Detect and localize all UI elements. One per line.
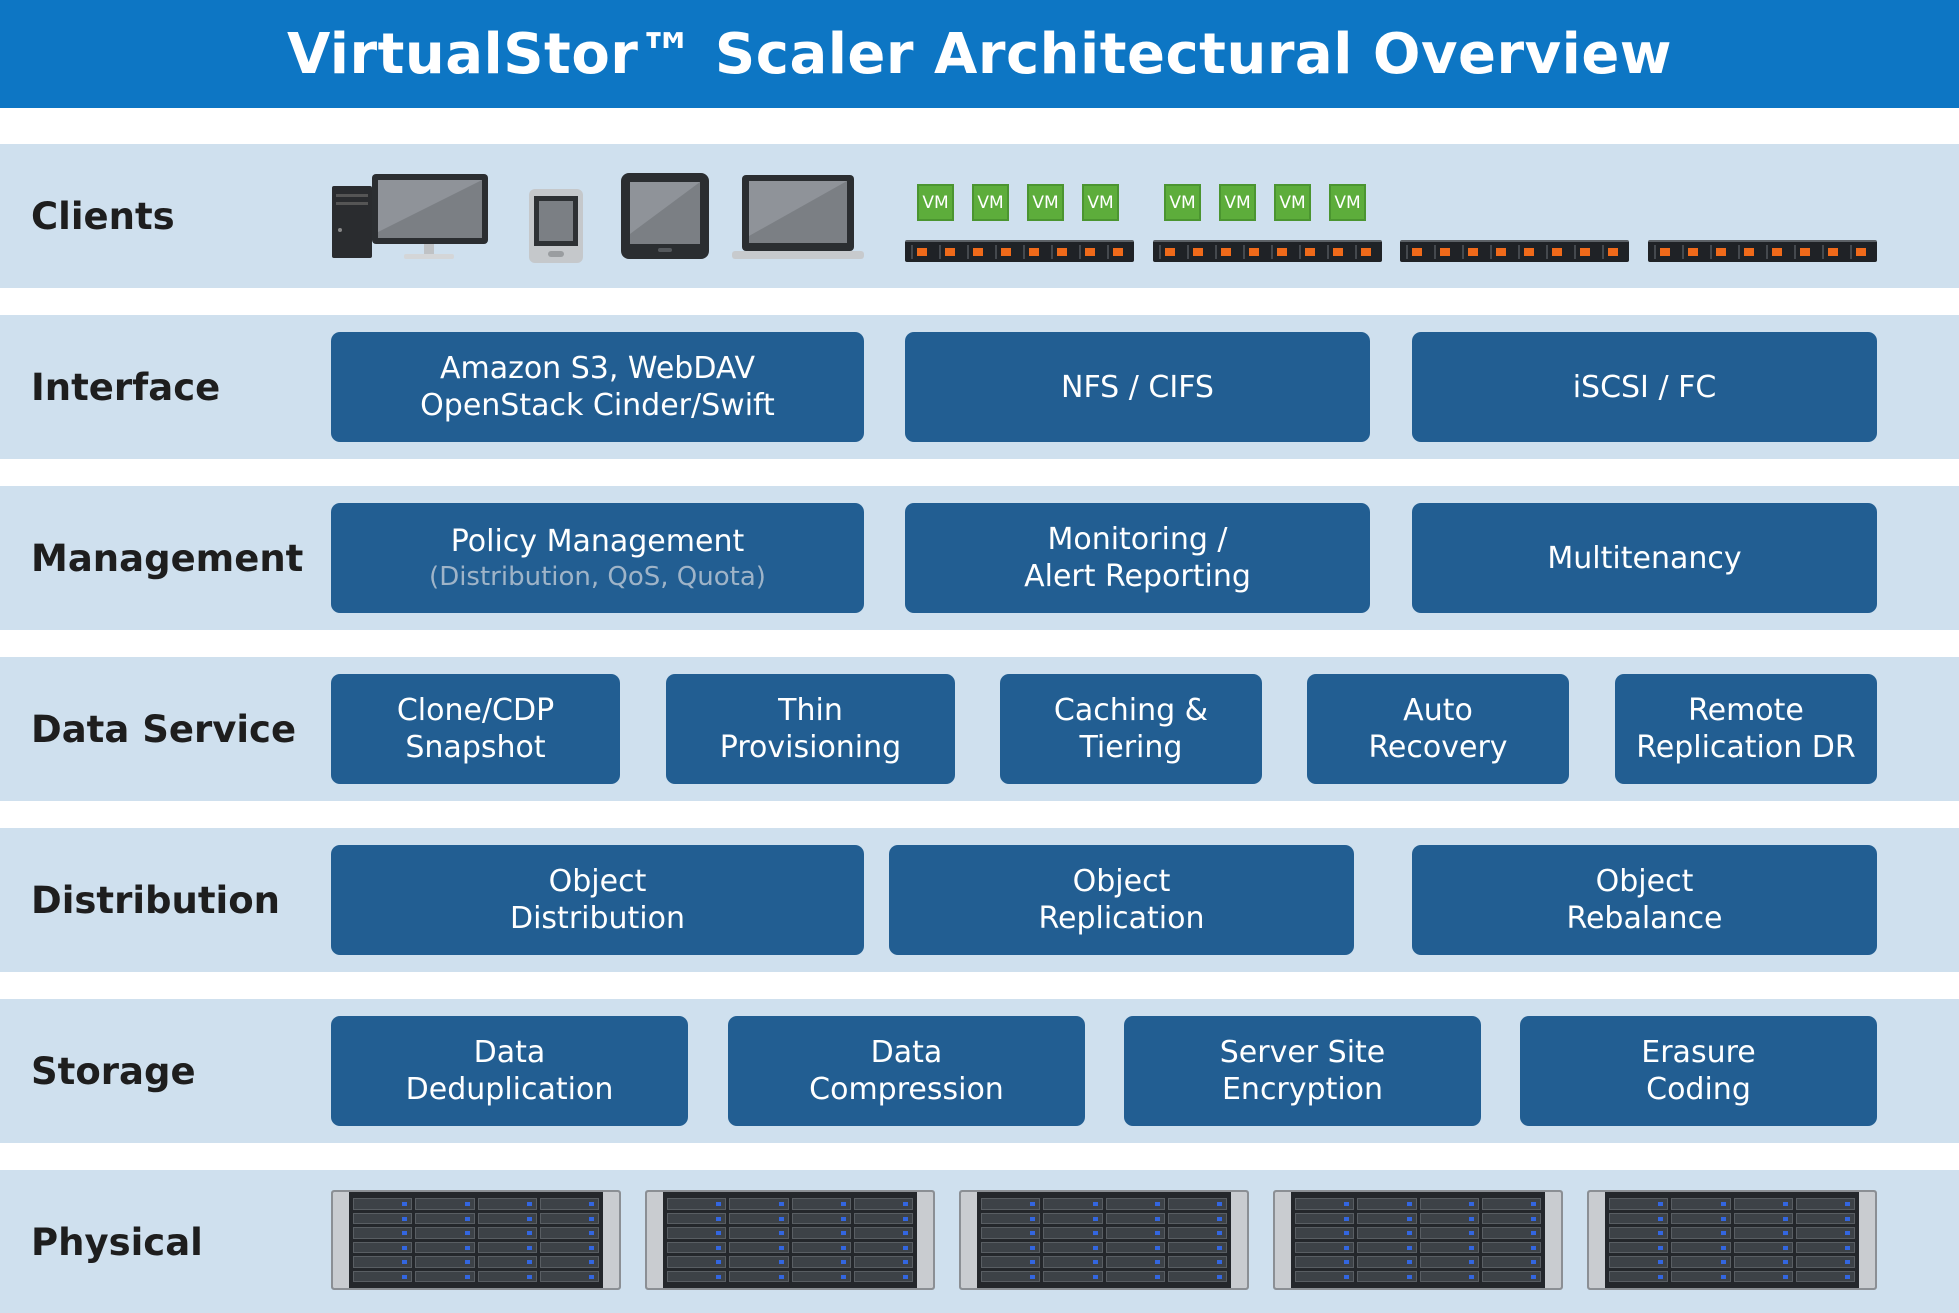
box-line: Object bbox=[1072, 864, 1171, 899]
box-line: Thin bbox=[778, 693, 843, 728]
row-label-clients: Clients bbox=[31, 194, 175, 238]
laptop-icon bbox=[732, 175, 864, 259]
management-box-policy: Policy Management (Distribution, QoS, Qu… bbox=[331, 503, 864, 613]
vm-badge: VM bbox=[1082, 184, 1119, 221]
box-line: Multitenancy bbox=[1547, 540, 1742, 576]
distribution-box-object-rebalance: Object Rebalance bbox=[1412, 845, 1877, 955]
row-label-interface: Interface bbox=[31, 365, 221, 409]
header-banner: VirtualStor™ Scaler Architectural Overvi… bbox=[0, 0, 1959, 108]
row-label-distribution: Distribution bbox=[31, 878, 280, 922]
interface-box-iscsi-fc: iSCSI / FC bbox=[1412, 332, 1877, 442]
box-line: Coding bbox=[1646, 1072, 1751, 1107]
box-line: Rebalance bbox=[1566, 901, 1723, 936]
box-line: Replication bbox=[1038, 901, 1205, 936]
row-distribution: Distribution Object Distribution Object … bbox=[0, 828, 1959, 972]
data-service-box-remote-replication: Remote Replication DR bbox=[1615, 674, 1877, 784]
box-line: Data bbox=[473, 1035, 546, 1070]
row-management: Management Policy Management (Distributi… bbox=[0, 486, 1959, 630]
storage-box-compression: Data Compression bbox=[728, 1016, 1085, 1126]
small-tablet-icon bbox=[529, 189, 583, 263]
box-line: Amazon S3, WebDAV bbox=[439, 351, 756, 386]
box-line: Recovery bbox=[1368, 730, 1508, 765]
row-label-storage: Storage bbox=[31, 1049, 196, 1093]
desktop-computer-icon bbox=[332, 174, 488, 259]
box-line: Erasure bbox=[1641, 1035, 1756, 1070]
row-data-service: Data Service Clone/CDP Snapshot Thin Pro… bbox=[0, 657, 1959, 801]
storage-server-icon bbox=[1273, 1190, 1563, 1290]
box-line: Object bbox=[548, 864, 647, 899]
storage-box-deduplication: Data Deduplication bbox=[331, 1016, 688, 1126]
interface-box-object-apis: Amazon S3, WebDAV OpenStack Cinder/Swift bbox=[331, 332, 864, 442]
box-line: Replication DR bbox=[1636, 730, 1856, 765]
rack-server-icon bbox=[905, 240, 1134, 262]
data-service-box-clone: Clone/CDP Snapshot bbox=[331, 674, 620, 784]
row-label-data-service: Data Service bbox=[31, 707, 297, 751]
box-line: OpenStack Cinder/Swift bbox=[420, 388, 775, 423]
box-line: Deduplication bbox=[405, 1072, 614, 1107]
vm-badge: VM bbox=[917, 184, 954, 221]
storage-server-icon bbox=[1587, 1190, 1877, 1290]
box-line: Clone/CDP bbox=[396, 693, 555, 728]
data-service-box-thin: Thin Provisioning bbox=[666, 674, 955, 784]
box-line: Distribution bbox=[509, 901, 686, 936]
box-line: Tiering bbox=[1079, 730, 1183, 765]
interface-box-nfs-cifs: NFS / CIFS bbox=[905, 332, 1370, 442]
distribution-box-object-distribution: Object Distribution bbox=[331, 845, 864, 955]
rack-server-icon bbox=[1648, 240, 1877, 262]
box-line: iSCSI / FC bbox=[1572, 369, 1717, 405]
box-line: Remote bbox=[1688, 693, 1804, 728]
vm-badge: VM bbox=[1164, 184, 1201, 221]
storage-server-icon bbox=[645, 1190, 935, 1290]
box-line: Policy Management bbox=[450, 523, 745, 559]
storage-box-encryption: Server Site Encryption bbox=[1124, 1016, 1481, 1126]
box-line: Snapshot bbox=[405, 730, 546, 765]
data-service-box-auto-recovery: Auto Recovery bbox=[1307, 674, 1569, 784]
box-line: Auto bbox=[1403, 693, 1473, 728]
box-line: Server Site bbox=[1219, 1035, 1386, 1070]
storage-server-icon bbox=[331, 1190, 621, 1290]
box-line: Monitoring / bbox=[1047, 522, 1228, 557]
box-line: Encryption bbox=[1221, 1072, 1384, 1107]
box-line: Object bbox=[1595, 864, 1694, 899]
row-storage: Storage Data Deduplication Data Compress… bbox=[0, 999, 1959, 1143]
row-label-management: Management bbox=[31, 536, 304, 580]
box-line: Data bbox=[870, 1035, 943, 1070]
tablet-icon bbox=[621, 173, 709, 259]
row-interface: Interface Amazon S3, WebDAV OpenStack Ci… bbox=[0, 315, 1959, 459]
vm-badge: VM bbox=[1329, 184, 1366, 221]
storage-box-erasure-coding: Erasure Coding bbox=[1520, 1016, 1877, 1126]
management-box-monitoring: Monitoring / Alert Reporting bbox=[905, 503, 1370, 613]
storage-server-icon bbox=[959, 1190, 1249, 1290]
vm-badge: VM bbox=[1274, 184, 1311, 221]
management-box-multitenancy: Multitenancy bbox=[1412, 503, 1877, 613]
box-line: NFS / CIFS bbox=[1061, 369, 1214, 405]
rack-server-icon bbox=[1400, 240, 1629, 262]
rack-server-icon bbox=[1153, 240, 1382, 262]
row-clients: Clients VM VM VM VM VM VM VM VM bbox=[0, 144, 1959, 288]
vm-badge: VM bbox=[1027, 184, 1064, 221]
box-line: Caching & bbox=[1053, 693, 1209, 728]
box-line: Provisioning bbox=[719, 730, 902, 765]
vm-badge: VM bbox=[972, 184, 1009, 221]
row-physical: Physical bbox=[0, 1170, 1959, 1313]
vm-badge: VM bbox=[1219, 184, 1256, 221]
row-label-physical: Physical bbox=[31, 1220, 203, 1264]
box-line: Compression bbox=[809, 1072, 1004, 1107]
box-line: Alert Reporting bbox=[1024, 559, 1251, 594]
page-title: VirtualStor™ Scaler Architectural Overvi… bbox=[286, 21, 1673, 87]
box-subtitle: (Distribution, QoS, Quota) bbox=[429, 561, 766, 592]
distribution-box-object-replication: Object Replication bbox=[889, 845, 1354, 955]
data-service-box-caching: Caching & Tiering bbox=[1000, 674, 1262, 784]
